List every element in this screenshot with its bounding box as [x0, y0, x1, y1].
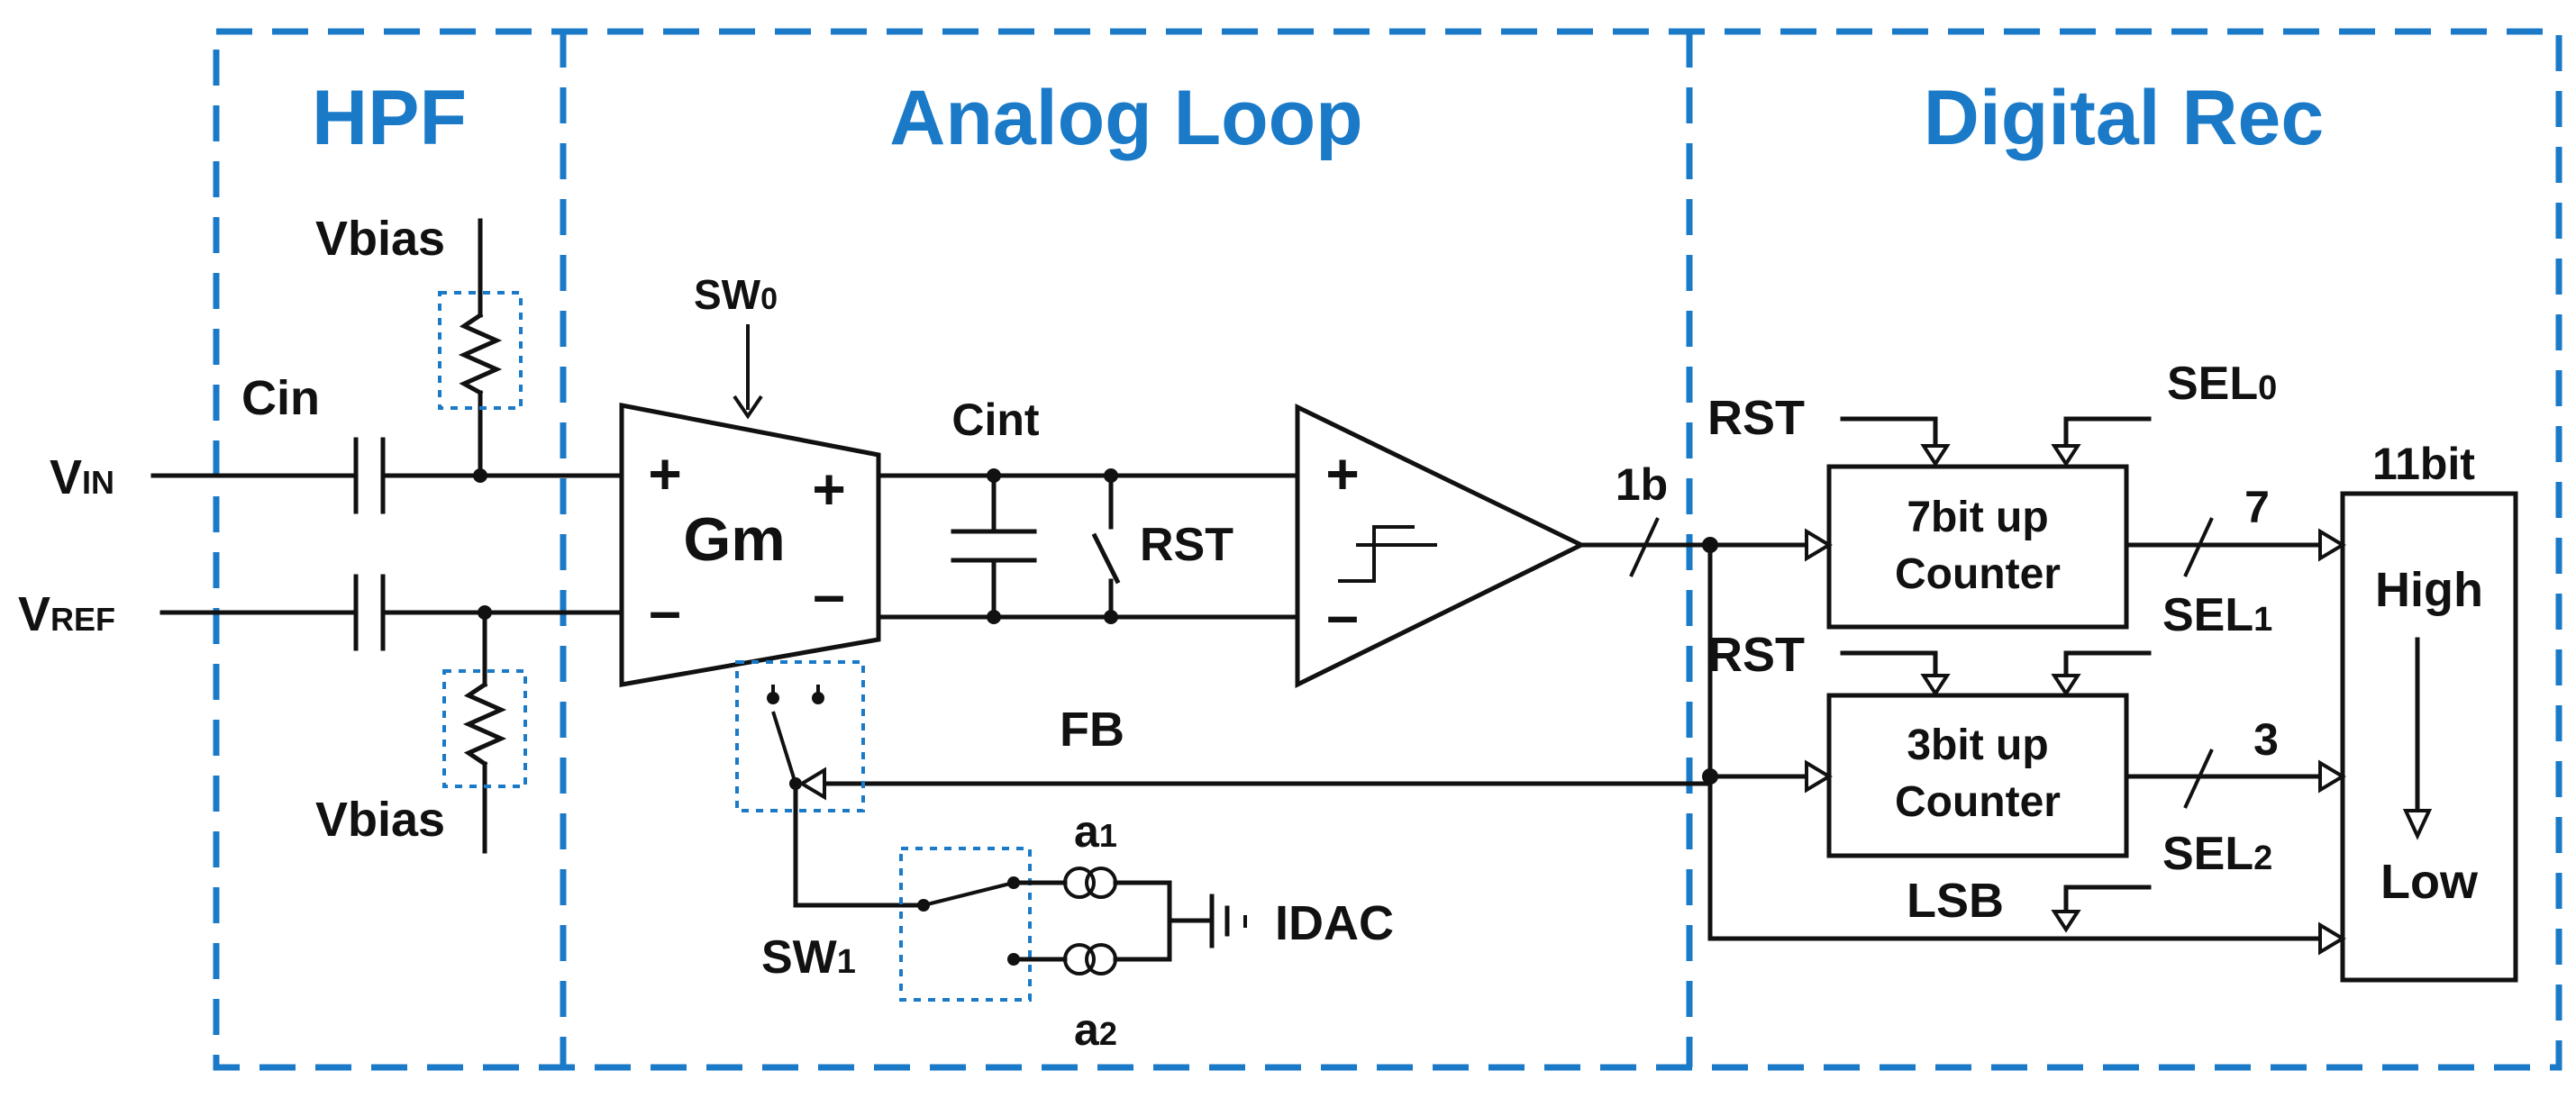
counter-3bit-line1: 3bit up — [1907, 721, 2048, 769]
output-width-label: 11bit — [2372, 439, 2475, 489]
a1-label: a1 — [1074, 806, 1117, 857]
gm-amplifier — [619, 402, 881, 687]
comparator-minus: – — [1326, 583, 1359, 648]
gm-plus-output: + — [812, 457, 845, 522]
section-frames — [213, 28, 2562, 1071]
sel2-label: SEL2 — [2162, 828, 2272, 880]
hysteresis-icon — [1338, 525, 1415, 583]
battery-icon — [1209, 894, 1247, 948]
input-capacitor-top — [150, 437, 624, 514]
a2-label: a2 — [1074, 1004, 1117, 1055]
sw0-switch — [735, 660, 865, 812]
fb-label: FB — [1060, 703, 1124, 757]
bus-7-label: 7 — [2244, 482, 2270, 532]
cint-capacitor — [951, 473, 1037, 620]
cin-label: Cin — [241, 371, 320, 425]
lsb-label: LSB — [1907, 874, 2004, 928]
rst-top-label: RST — [1707, 391, 1805, 445]
sel0-label: SEL0 — [2167, 358, 2277, 410]
rst-mid-label: RST — [1707, 628, 1805, 682]
bias-resistor-top — [438, 218, 523, 478]
idac-label: IDAC — [1275, 896, 1394, 950]
counter-3bit-line2: Counter — [1895, 778, 2061, 826]
sw1-label: SW1 — [761, 931, 856, 984]
counter-7bit-line1: 7bit up — [1907, 494, 2048, 541]
low-label: Low — [2380, 855, 2479, 909]
rst-switch-label: RST — [1140, 519, 1233, 571]
section-title-hpf: HPF — [312, 75, 467, 161]
vbias-bottom-label: Vbias — [315, 793, 445, 847]
section-title-digital-rec: Digital Rec — [1924, 75, 2324, 161]
gm-minus-input: – — [649, 578, 681, 643]
output-register — [2340, 491, 2518, 983]
high-label: High — [2375, 563, 2483, 617]
sw1-switch — [899, 847, 1032, 1002]
cint-label: Cint — [951, 395, 1040, 445]
bias-resistor-bottom — [442, 610, 527, 854]
bus-3-label: 3 — [2253, 714, 2279, 765]
current-source-a1 — [1011, 867, 1172, 899]
vref-label: VREF — [18, 587, 115, 641]
vin-label: VIN — [50, 450, 114, 504]
counter-7bit — [1826, 464, 2129, 630]
sel1-label: SEL1 — [2162, 589, 2272, 641]
bus-slash-3 — [2183, 749, 2214, 809]
counter-3bit — [1826, 693, 2129, 858]
bus-slash-1b — [1629, 517, 1660, 577]
section-title-analog-loop: Analog Loop — [889, 75, 1362, 161]
counter-7bit-line2: Counter — [1895, 550, 2061, 598]
vbias-top-label: Vbias — [315, 212, 445, 266]
gm-label: Gm — [683, 505, 785, 574]
input-capacitor-bottom — [159, 574, 624, 651]
current-source-a2 — [1011, 943, 1172, 975]
gm-minus-output: – — [813, 562, 845, 627]
comparator — [1295, 404, 1587, 689]
sw0-label: SW0 — [694, 271, 778, 318]
rst-switch — [1091, 473, 1121, 620]
comparator-plus: + — [1325, 441, 1359, 506]
gm-plus-input: + — [648, 441, 681, 506]
bus-slash-7 — [2183, 517, 2214, 577]
one-bit-label: 1b — [1616, 459, 1668, 510]
